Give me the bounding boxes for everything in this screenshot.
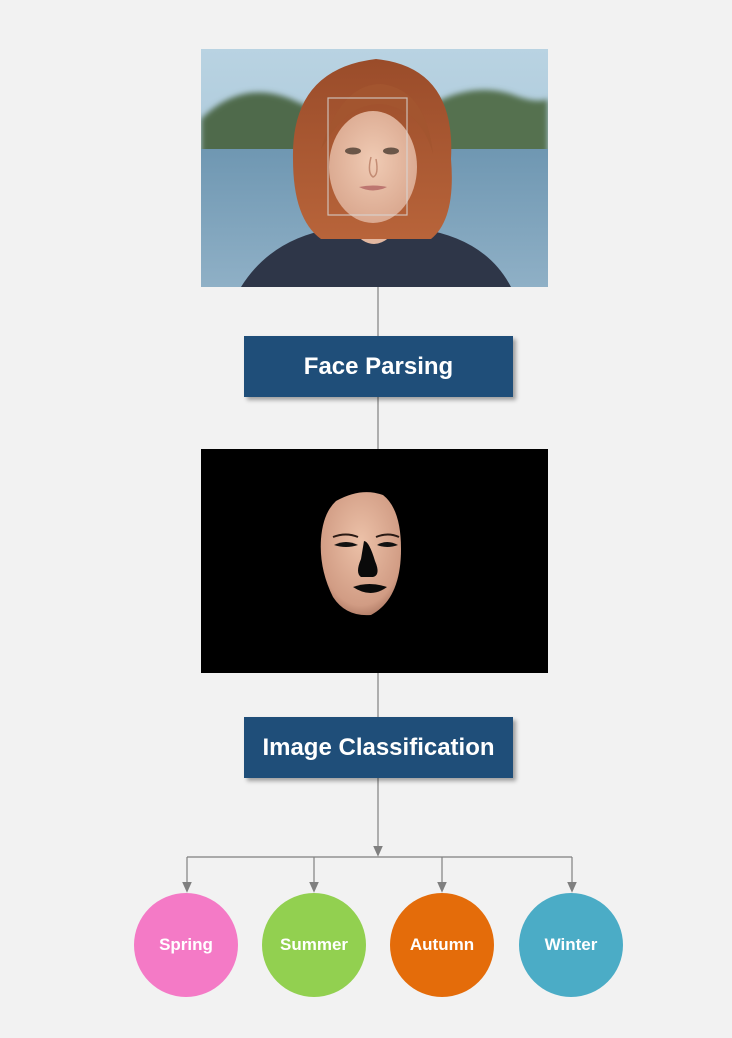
class-label-spring: Spring xyxy=(159,935,213,954)
class-label-summer: Summer xyxy=(279,935,349,954)
face-parsing-label: Face Parsing xyxy=(303,352,454,380)
image-classification-step: Image Classification xyxy=(244,717,513,778)
class-circle-winter: Winter xyxy=(519,893,623,997)
class-label-winter: Winter xyxy=(544,935,598,954)
class-label-autumn: Autumn xyxy=(409,935,475,954)
face-parsing-step: Face Parsing xyxy=(244,336,513,397)
class-circle-spring: Spring xyxy=(134,893,238,997)
input-portrait-photo xyxy=(201,49,548,287)
image-classification-label: Image Classification xyxy=(262,733,495,761)
class-circle-summer: Summer xyxy=(262,893,366,997)
class-circle-autumn: Autumn xyxy=(390,893,494,997)
parsed-face-mask-image xyxy=(201,449,548,673)
